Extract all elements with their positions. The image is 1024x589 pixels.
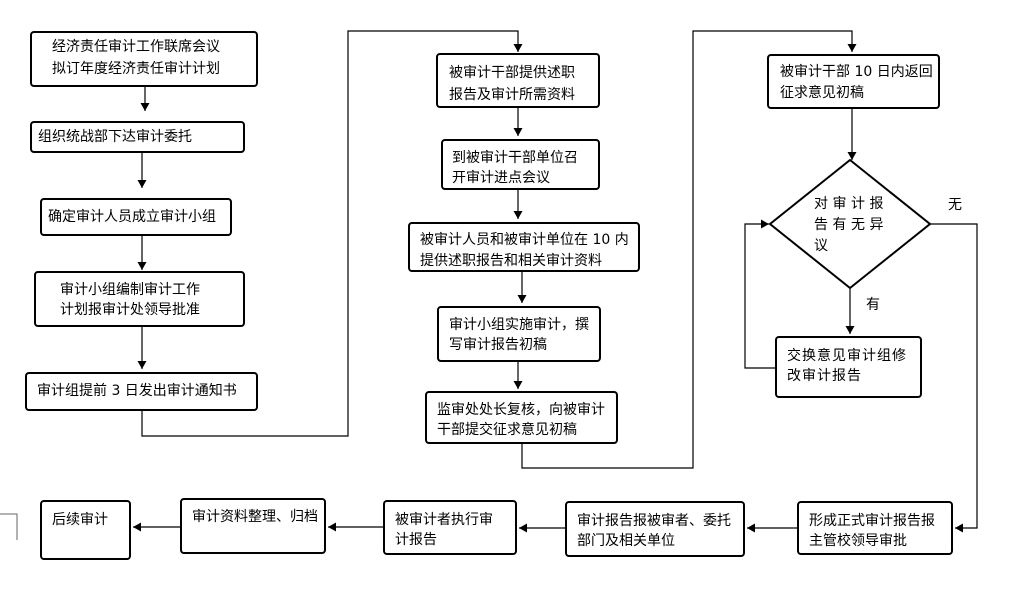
node-text: 干部提交征求意见初稿 xyxy=(437,422,577,438)
node-annual-plan: 经济责任审计工作联席会议 拟订年度经济责任审计计划 xyxy=(30,31,258,87)
node-text: 计报告 xyxy=(395,532,437,548)
node-text: 审计组提前 3 日发出审计通知书 xyxy=(37,383,237,399)
node-text: 拟订年度经济责任审计计划 xyxy=(52,61,220,77)
node-revise: 交换意见审计组修 改审计报告 xyxy=(775,336,922,398)
node-text: 审计资料整理、归档 xyxy=(192,509,318,525)
node-entry-meeting: 到被审计干部单位召 开审计进点会议 xyxy=(441,139,600,190)
node-text: 被审计干部 10 日内返回 xyxy=(780,64,933,80)
decision-text-line: 告有无异 xyxy=(814,217,888,233)
node-text: 部门及相关单位 xyxy=(577,533,675,549)
node-text: 组织统战部下达审计委托 xyxy=(38,129,192,145)
node-notice: 审计组提前 3 日发出审计通知书 xyxy=(25,372,258,411)
node-conduct-audit: 审计小组实施审计，撰 写审计报告初稿 xyxy=(437,306,601,362)
node-text: 写审计报告初稿 xyxy=(449,337,547,353)
node-text: 到被审计干部单位召 xyxy=(452,150,578,166)
edge-mark xyxy=(0,513,18,540)
node-text: 后续审计 xyxy=(52,512,108,528)
node-text: 计划报审计处领导批准 xyxy=(60,302,200,318)
node-work-plan: 审计小组编制审计工作 计划报审计处领导批准 xyxy=(34,271,245,327)
decision-text: 对审计报 告有无异 议 xyxy=(814,194,888,257)
decision-text-line: 对审计报 xyxy=(814,196,888,212)
node-text: 确定审计人员成立审计小组 xyxy=(48,209,216,225)
node-text: 形成正式审计报告报 xyxy=(809,513,935,529)
node-distribute: 审计报告报被审者、委托 部门及相关单位 xyxy=(565,501,745,557)
node-text: 监审处处长复核，向被审计 xyxy=(437,402,605,418)
node-materials: 被审计干部提供述职 报告及审计所需资料 xyxy=(436,53,600,108)
node-text: 开审计进点会议 xyxy=(452,170,550,186)
node-text: 审计小组实施审计，撰 xyxy=(449,317,589,333)
node-text: 被审计干部提供述职 xyxy=(449,65,575,81)
node-text: 被审计人员和被审计单位在 10 内 xyxy=(420,232,629,248)
connector-decision-no-to-formal xyxy=(930,223,978,533)
connector-review-to-return xyxy=(521,30,857,469)
node-delegation: 组织统战部下达审计委托 xyxy=(30,121,245,153)
node-submit-materials: 被审计人员和被审计单位在 10 内 提供述职报告和相关审计资料 xyxy=(408,222,640,272)
node-archive: 审计资料整理、归档 xyxy=(180,498,326,554)
node-team: 确定审计人员成立审计小组 xyxy=(40,198,232,236)
node-formal-report: 形成正式审计报告报 主管校领导审批 xyxy=(797,501,953,555)
node-text: 报告及审计所需资料 xyxy=(449,87,575,103)
node-text: 交换意见审计组修 xyxy=(787,348,907,364)
node-text: 征求意见初稿 xyxy=(780,85,864,101)
edge-label-no: 无 xyxy=(948,197,962,213)
node-text: 审计小组编制审计工作 xyxy=(60,282,200,298)
node-text: 被审计者执行审 xyxy=(395,512,493,528)
node-return-draft: 被审计干部 10 日内返回 征求意见初稿 xyxy=(767,54,940,109)
decision-text-line: 议 xyxy=(814,238,833,254)
node-text: 改审计报告 xyxy=(787,368,862,384)
connector-revise-loop-to-decision xyxy=(744,219,775,369)
node-follow-up: 后续审计 xyxy=(40,500,131,560)
node-text: 审计报告报被审者、委托 xyxy=(577,513,731,529)
node-execute: 被审计者执行审 计报告 xyxy=(383,500,517,555)
node-review: 监审处处长复核，向被审计 干部提交征求意见初稿 xyxy=(425,391,618,444)
connector-notice-to-materials xyxy=(141,30,523,437)
node-text: 经济责任审计工作联席会议 xyxy=(52,39,220,55)
decision-diamond xyxy=(768,158,932,290)
node-text: 主管校领导审批 xyxy=(809,533,907,549)
edge-label-yes: 有 xyxy=(866,297,880,313)
node-text: 提供述职报告和相关审计资料 xyxy=(420,253,602,269)
